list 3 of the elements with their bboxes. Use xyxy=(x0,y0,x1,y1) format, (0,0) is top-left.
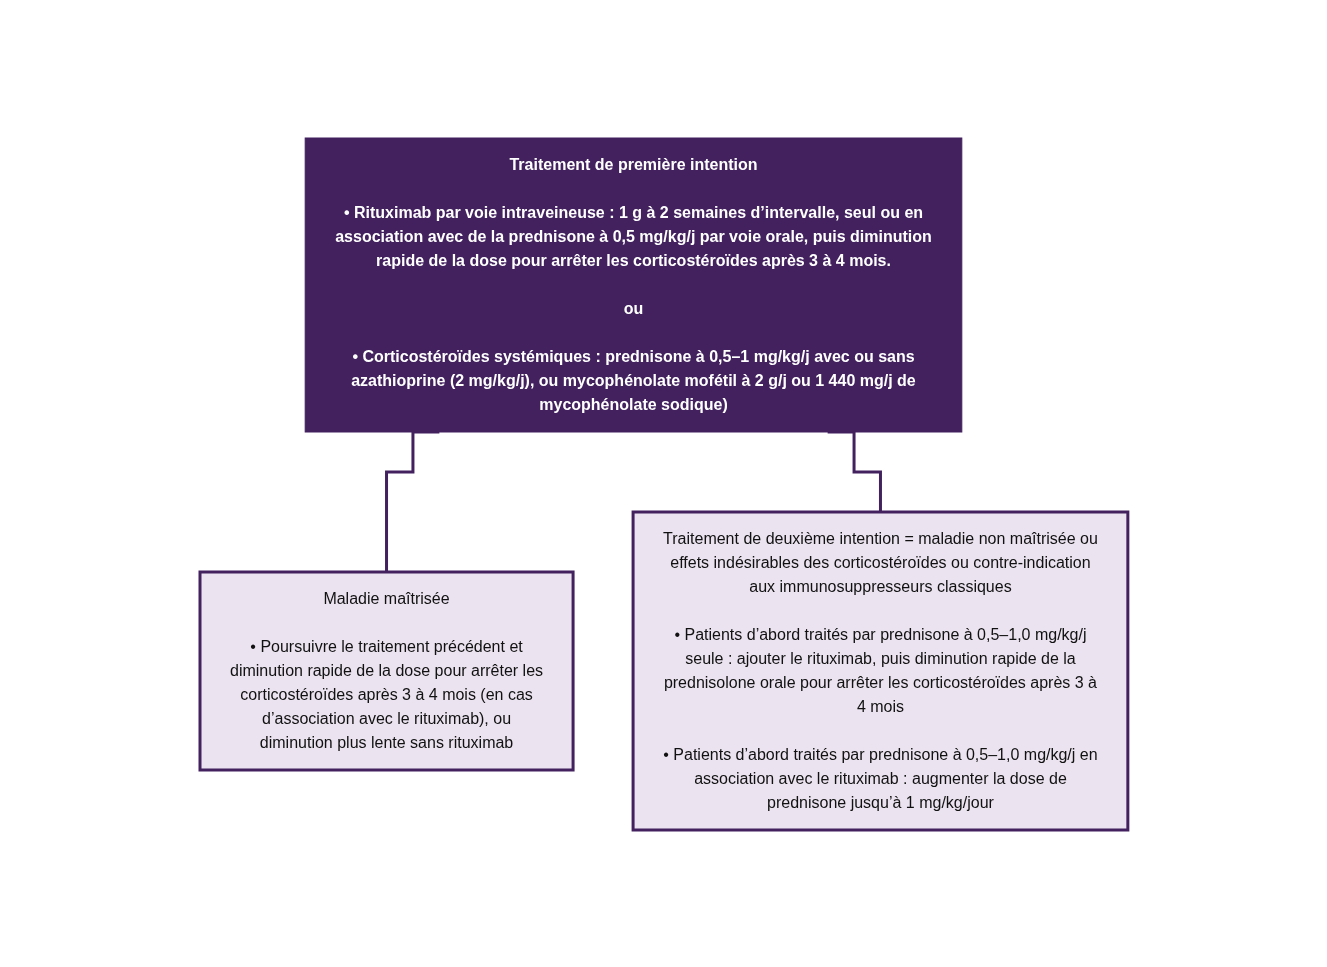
node-box: Maladie maîtrisée • Poursuivre le traitement précédent et diminution rapide de la dose pour arrêter les corticostéroïdes après 3 à 4 mois (en cas d’association avec le rituximab), ou diminution plus lente sans rituximab xyxy=(198,570,575,771)
node-box: Traitement de deuxième intention = maladie non maîtrisée ou effets indésirables des corticostéroïdes ou contre-indication aux immunosuppresseurs classiques • Patients d’abord traités par prednisone à 0,5–1,0 mg/kg/j seule : ajouter le rituximab, puis diminution rapide de la prednisolone orale pour arrêter les corticostéroïdes après 3 à 4 mois • Patients d’abord traités par prednisone à 0,5–1,0 mg/kg/j en association avec le rituximab : augmenter la dose de prednisone jusqu’à 1 mg/kg/jour xyxy=(631,510,1129,831)
node-box: Traitement de première intention • Rituximab par voie intraveineuse : 1 g à 2 semaines d’intervalle, seul ou en association avec de la prednisone à 0,5 mg/kg/j par voie orale, puis diminution rapide de la dose pour arrêter les corticostéroïdes après 3 à 4 mois. ou • Corticostéroïdes systémiques : prednisone à 0,5–1 mg/kg/j avec ou sans azathioprine (2 mg/kg/j), ou mycophénolate mofétil à 2 g/j ou 1 440 mg/j de mycophénolate sodique) xyxy=(304,137,962,432)
